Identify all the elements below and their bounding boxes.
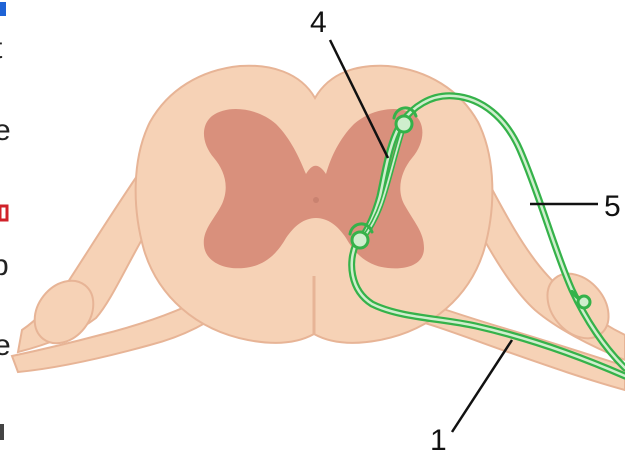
left-fragment-4: e: [0, 329, 11, 362]
left-edge-fragments: t e p e: [0, 2, 11, 440]
label-4: 4: [310, 6, 327, 39]
left-blue-mark: [0, 2, 6, 16]
dorsal-synapse: [396, 116, 412, 132]
left-bottom-mark: [0, 424, 4, 440]
ganglion-cell-body: [578, 296, 590, 308]
left-fragment-1: t: [0, 32, 3, 65]
label-1: 1: [430, 424, 447, 456]
left-fragment-3: p: [0, 249, 9, 282]
central-canal: [313, 197, 319, 203]
left-fragment-2: e: [0, 114, 11, 147]
ventral-synapse: [352, 232, 368, 248]
label-5: 5: [604, 190, 621, 223]
left-red-mark: [0, 206, 7, 220]
leader-line-1: [452, 340, 512, 432]
